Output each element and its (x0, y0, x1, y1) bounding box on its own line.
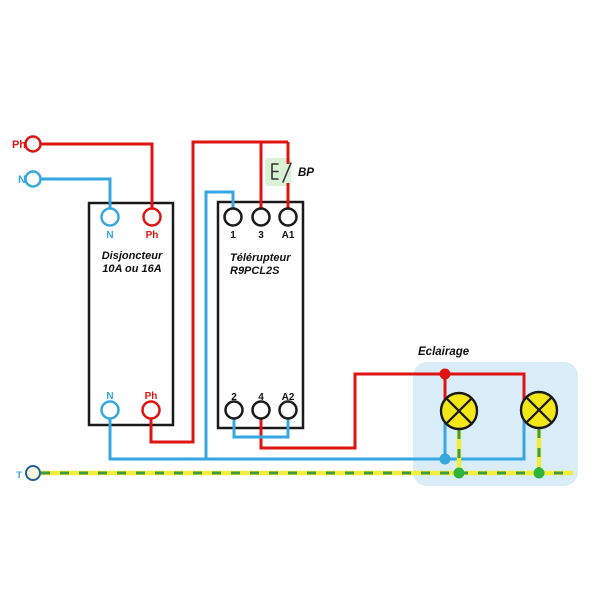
neutral-feed-label: N (18, 174, 26, 186)
circuit-breaker: N Ph Disjoncteur 10A ou 16A N Ph (100, 207, 163, 420)
relay-terminal-4 (251, 400, 271, 420)
lighting-zone-label: Eclairage (418, 346, 470, 358)
relay-terminal-a2 (278, 400, 298, 420)
relay-terminal-a2-label: A2 (282, 392, 295, 403)
neutral-feed-wire (41, 177, 112, 209)
breaker-terminal-ph-bottom (141, 400, 161, 420)
phase-feed-label: Ph (12, 139, 26, 151)
neutral-bus-wire (108, 419, 526, 461)
breaker-title-line2: 10A ou 16A (102, 263, 162, 275)
earth-junction-dot-1 (453, 467, 465, 479)
lamp-phase-wire (259, 372, 526, 450)
breaker-terminal-n-bottom (100, 400, 120, 420)
relay-terminal-2 (224, 400, 244, 420)
breaker-terminal-n-top-label: N (106, 230, 113, 241)
push-button-icon (271, 162, 292, 183)
breaker-terminal-ph-top-label: Ph (146, 230, 159, 241)
lamps (439, 390, 559, 431)
relay-2-a2-bridge (232, 419, 290, 439)
breaker-terminal-ph-bottom-label: Ph (145, 391, 158, 402)
phase-feed-wire (41, 142, 154, 209)
breaker-terminal-n-top (100, 207, 120, 227)
earth-junction-dot-2 (533, 467, 545, 479)
neutral-junction-dot (439, 453, 451, 465)
phase-feed-terminal (24, 135, 42, 153)
feed-terminals: Ph N T (12, 135, 42, 481)
relay-terminal-3-label: 3 (258, 230, 264, 241)
push-button-contact (282, 162, 292, 183)
relay-terminal-3 (251, 207, 271, 227)
breaker-title-line1: Disjoncteur (102, 250, 163, 262)
relay-terminal1-wire (204, 190, 235, 459)
phase-junction-dot (439, 368, 451, 380)
relay-terminal-1-label: 1 (230, 230, 236, 241)
junction-dots (439, 368, 545, 479)
latching-relay: 1 3 A1 Télérupteur R9PCL2S 2 4 A2 (223, 207, 298, 420)
relay-terminal-a1 (278, 207, 298, 227)
lamp-1-icon (439, 391, 479, 431)
breaker-terminal-n-bottom-label: N (106, 391, 113, 402)
push-button-actuator (271, 163, 279, 180)
breaker-terminal-ph-top (142, 207, 162, 227)
earth-feed-terminal (25, 465, 41, 481)
lighting-zone-panel (413, 362, 578, 486)
relay-terminal-1 (223, 207, 243, 227)
relay-title-line1: Télérupteur (230, 252, 291, 264)
phase-bus-wire (149, 140, 288, 444)
push-button: BP (271, 162, 314, 183)
relay-terminal-4-label: 4 (258, 392, 264, 403)
earth-feed-label: T (16, 470, 22, 481)
wires (41, 140, 573, 476)
relay-title-line2: R9PCL2S (230, 265, 280, 277)
neutral-feed-terminal (24, 170, 42, 188)
lamp-2-icon (519, 390, 559, 430)
latching-relay-box (216, 200, 305, 430)
circuit-breaker-box (87, 201, 175, 427)
push-button-label: BP (298, 167, 314, 179)
relay-terminal-a1-label: A1 (282, 230, 295, 241)
relay-terminal-2-label: 2 (231, 392, 237, 403)
